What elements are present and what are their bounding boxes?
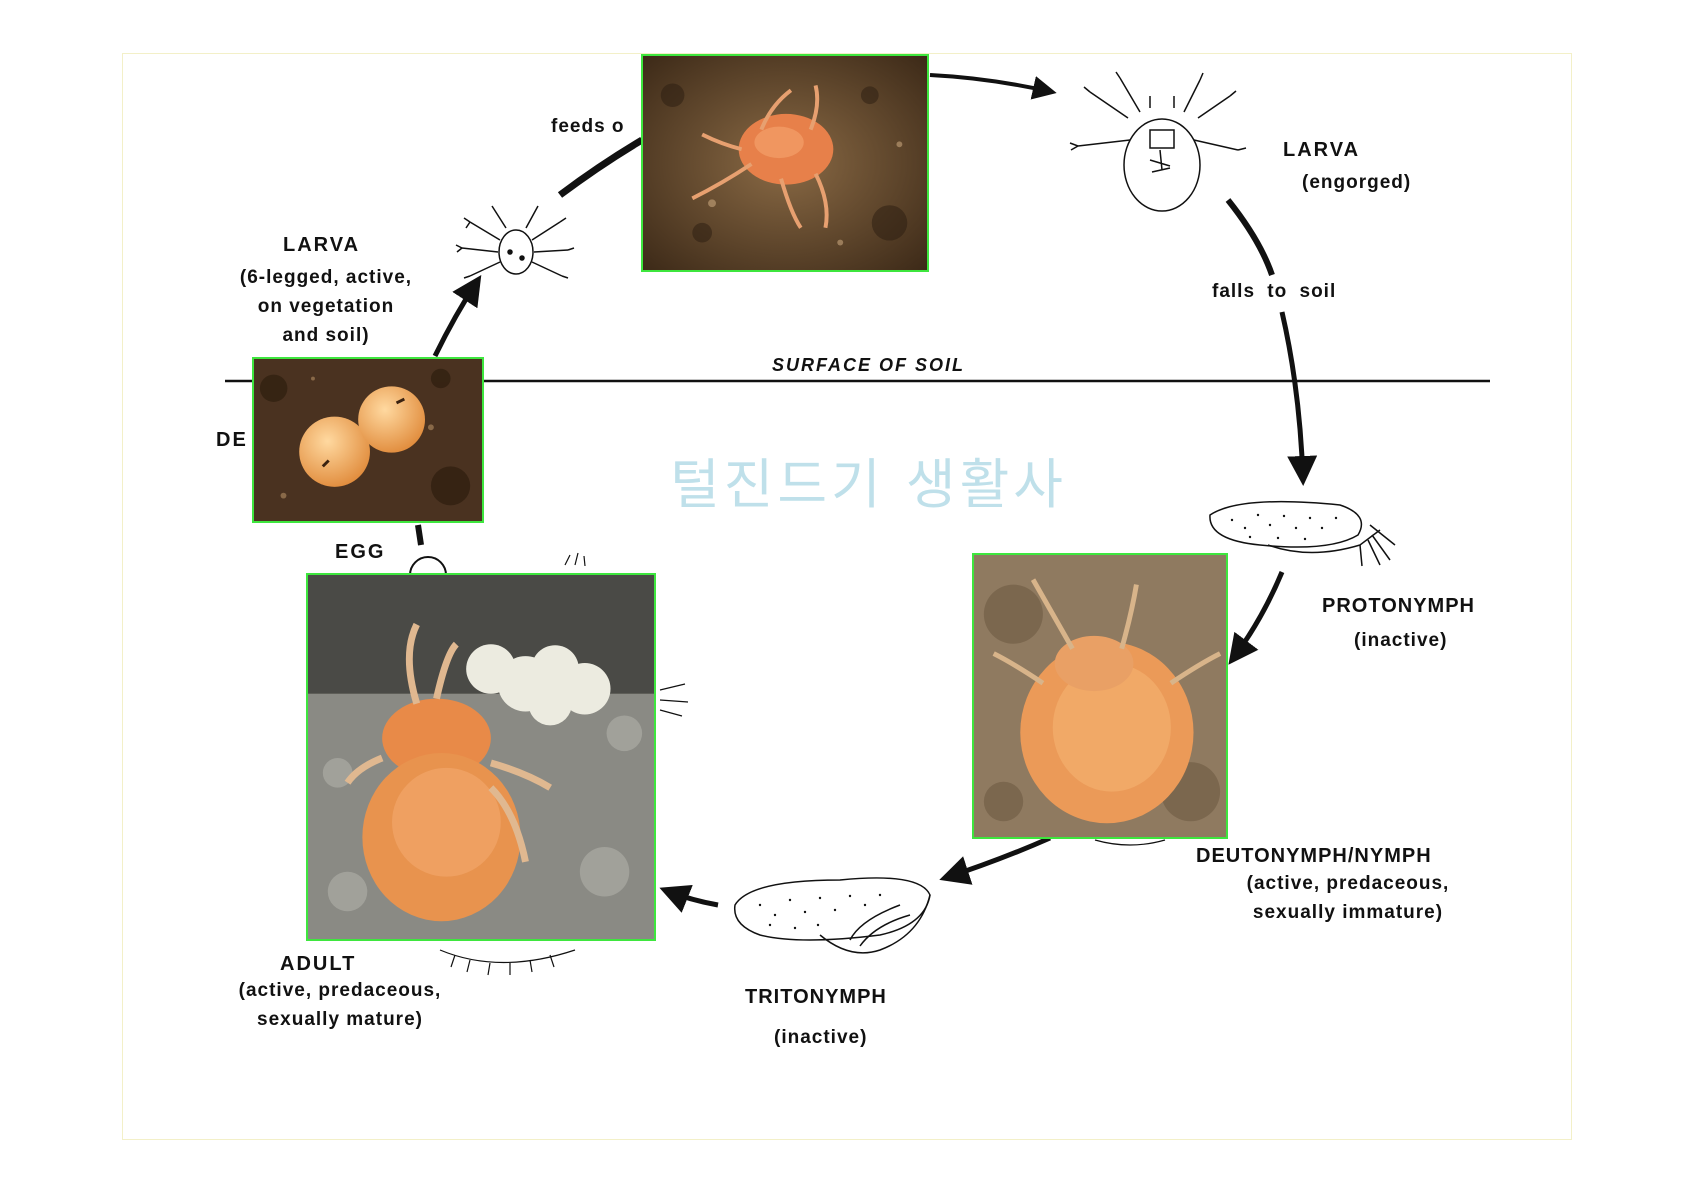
larva-active-title: LARVA (283, 235, 360, 255)
protonymph-drawing (1210, 502, 1395, 566)
feeds-label: feeds o (551, 112, 625, 141)
larva-active-sub-line: and soil) (216, 321, 436, 350)
deutonymph-sub-line: sexually immature) (1208, 898, 1488, 927)
falls-to-soil-label: falls to soil (1212, 277, 1336, 306)
larva-active-sub-line: (6-legged, active, (216, 263, 436, 292)
deutonymph-sub: (active, predaceous, sexually immature) (1208, 869, 1488, 927)
deutonymph-sub-line: (active, predaceous, (1208, 869, 1488, 898)
arrow-to-engorged (930, 75, 1052, 92)
arrow-falls-lower (1282, 312, 1303, 480)
adult-sub-line: sexually mature) (210, 1005, 470, 1034)
tritonymph-sub: (inactive) (774, 1023, 867, 1052)
larva-active-sub-line: on vegetation (216, 292, 436, 321)
photo-adult (306, 573, 656, 941)
tritonymph-drawing (735, 878, 930, 953)
larva-active-sub: (6-legged, active, on vegetation and soi… (216, 263, 436, 350)
arrow-egg-segment (418, 525, 421, 545)
arrow-to-deutonymph (1232, 572, 1282, 660)
egg-label: EGG (335, 542, 385, 562)
surface-of-soil-label: SURFACE OF SOIL (772, 356, 965, 374)
adult-sub: (active, predaceous, sexually mature) (210, 976, 470, 1034)
deutonymph-title: DEUTONYMPH/NYMPH (1196, 846, 1432, 866)
watermark-title: 털진드기 생활사 (670, 440, 1067, 519)
arrow-falls-upper (1228, 200, 1272, 275)
photo-larva-feeding (641, 54, 929, 272)
photo-eggs (252, 357, 484, 523)
tritonymph-title: TRITONYMPH (745, 987, 887, 1007)
arrow-to-adult (665, 890, 718, 905)
arrow-to-larva (435, 280, 478, 356)
larva-engorged-sub: (engorged) (1302, 168, 1411, 197)
mite-larva-engorged-drawing (1070, 72, 1246, 211)
adult-title: ADULT (280, 954, 356, 974)
larva-engorged-title: LARVA (1283, 140, 1360, 160)
adult-sub-line: (active, predaceous, (210, 976, 470, 1005)
arrow-feeds (560, 140, 642, 195)
protonymph-sub: (inactive) (1354, 626, 1447, 655)
de-fragment-label: DE (216, 430, 248, 450)
arrow-to-tritonymph (945, 838, 1050, 878)
protonymph-title: PROTONYMPH (1322, 596, 1475, 616)
photo-deutonymph (972, 553, 1228, 839)
mite-larva-drawing (456, 206, 574, 278)
